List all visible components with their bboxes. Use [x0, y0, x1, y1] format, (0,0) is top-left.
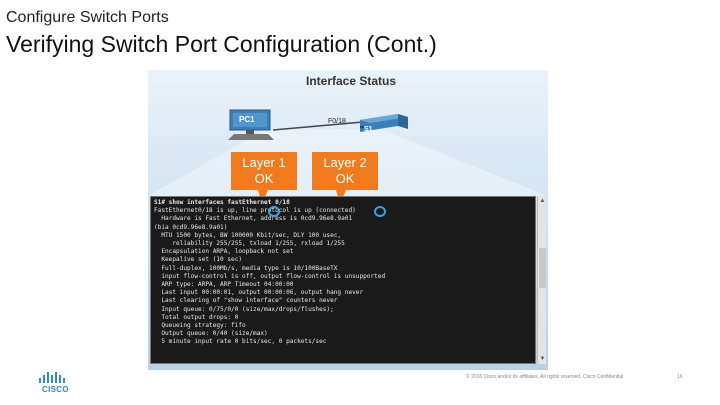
terminal-line: S1# show interfaces fastEthernet 0/18 — [154, 199, 290, 206]
port-label: F0/18 — [328, 118, 346, 125]
switch-icon — [360, 114, 408, 132]
terminal-line: Total output drops: 0 — [154, 313, 239, 321]
terminal-line: reliability 255/255, txload 1/255, rxloa… — [154, 240, 345, 248]
terminal-line: Last clearing of "show interface" counte… — [154, 297, 338, 305]
terminal-line: FastEthernet0/18 is up, line protocol is… — [154, 207, 356, 215]
callout-layer2-line1: Layer 2 — [323, 155, 367, 170]
pc-label: PC1 — [239, 115, 255, 124]
terminal-line: Hardware is Fast Ethernet, address is 0c… — [154, 215, 353, 223]
callout-layer2: Layer 2 OK — [312, 152, 378, 190]
terminal-line: MTU 1500 bytes, BW 100000 Kbit/sec, DLY … — [154, 231, 342, 239]
terminal-line: Queueing strategy: fifo — [154, 322, 246, 330]
terminal-line: ARP type: ARPA, ARP Timeout 04:00:00 — [154, 281, 294, 289]
terminal-line: Keepalive set (10 sec) — [154, 256, 243, 264]
cisco-logo-icon — [39, 372, 65, 383]
scroll-up-icon[interactable]: ▲ — [539, 198, 546, 204]
terminal-scrollbar[interactable]: ▲ ▼ — [537, 196, 546, 364]
terminal-line: (bia 0cd9.96e8.9a01) — [154, 223, 228, 231]
callout-layer1-line2: OK — [254, 171, 274, 186]
highlight-ring-line-status — [268, 206, 280, 217]
terminal-line: 5 minute input rate 0 bits/sec, 0 packet… — [154, 338, 327, 346]
scroll-thumb[interactable] — [539, 248, 546, 288]
scroll-down-icon[interactable]: ▼ — [539, 356, 546, 362]
cisco-logo-text: CISCO — [42, 385, 69, 394]
callout-layer2-line2: OK — [335, 171, 355, 186]
slide-footer: © 2016 Cisco and/or its affiliates. All … — [466, 374, 624, 380]
pc-icon — [228, 109, 274, 140]
figure-header: Interface Status — [306, 74, 397, 88]
switch-label: S1 — [364, 126, 373, 133]
highlight-ring-protocol-status — [374, 206, 386, 217]
slide-subtitle: Configure Switch Ports — [6, 9, 169, 26]
terminal-line: Full-duplex, 100Mb/s, media type is 10/1… — [154, 264, 338, 272]
page-number: 16 — [677, 374, 683, 380]
terminal-line: input flow-control is off, output flow-c… — [154, 272, 386, 280]
terminal-line: Input queue: 0/75/0/0 (size/max/drops/fl… — [154, 305, 334, 313]
callout-layer1: Layer 1 OK — [231, 152, 297, 190]
terminal-line: Encapsulation ARPA, loopback not set — [154, 248, 294, 256]
terminal-line: Output queue: 0/40 (size/max) — [154, 330, 268, 338]
interface-status-figure: Interface Status PC1 F0/18 S1 Layer 1 OK… — [148, 70, 548, 370]
terminal-line: Last input 00:00:01, output 00:00:06, ou… — [154, 289, 364, 297]
slide-title: Verifying Switch Port Configuration (Con… — [6, 31, 437, 57]
callout-layer1-line1: Layer 1 — [242, 155, 286, 170]
